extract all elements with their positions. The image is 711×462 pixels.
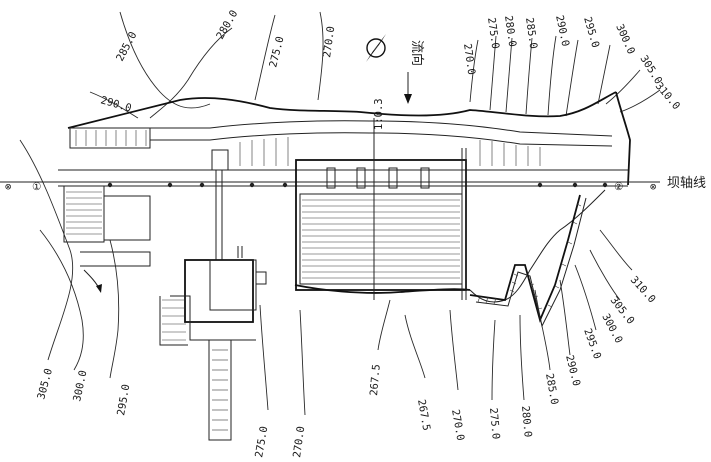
- axis-marker-right: ②: [614, 181, 624, 193]
- contour-label: 300.0: [71, 369, 89, 402]
- north-arrow-icon: [366, 34, 386, 62]
- contour-label: 290.0: [553, 14, 571, 47]
- contour-label: 300.0: [613, 22, 637, 56]
- contour-label: 285.0: [543, 372, 560, 405]
- axis-marker-right-outer: ⊗: [650, 181, 656, 193]
- contour-label: 280.0: [502, 15, 518, 48]
- contour-label: 285.0: [114, 30, 139, 64]
- dam-axis: [0, 169, 660, 188]
- contour-label: 267.5: [415, 398, 432, 431]
- contour-labels-bottom: 305.0 300.0 295.0 275.0 270.0 267.5 267.…: [35, 274, 658, 459]
- axis-label: 坝轴线: [667, 176, 706, 191]
- upstream-structure: [69, 120, 613, 166]
- left-abutment: [63, 149, 267, 441]
- contour-label: 275.0: [485, 17, 501, 50]
- contour-label: 275.0: [487, 407, 502, 440]
- right-abutment: [469, 194, 587, 328]
- contour-label: 270.0: [321, 25, 337, 58]
- contour-label: 280.0: [214, 8, 240, 41]
- contour-label: 290.0: [563, 354, 582, 388]
- contour-label: 280.0: [519, 405, 534, 438]
- contour-label: 270.0: [291, 425, 307, 458]
- contour-label: 267.5: [368, 364, 383, 397]
- contour-label: 295.0: [115, 383, 132, 416]
- contour-label: 290.0: [99, 94, 133, 114]
- contour-label: 270.0: [461, 43, 477, 76]
- axis-marker-left-outer: ⊗: [5, 181, 11, 193]
- contour-lines: [19, 11, 661, 416]
- contour-label: 285.0: [523, 17, 539, 50]
- axis-marker-left: ①: [32, 181, 42, 193]
- excavation-outline: [67, 91, 631, 303]
- contour-label: 275.0: [267, 35, 286, 69]
- flow-label: 流向: [409, 40, 425, 66]
- contour-label: 270.0: [449, 408, 466, 441]
- river-arrow-icon: [83, 269, 102, 293]
- spillway-body: [295, 118, 467, 300]
- contour-label: 310.0: [628, 274, 658, 306]
- contour-label: 310.0: [653, 80, 683, 112]
- contour-label: 295.0: [581, 16, 601, 50]
- flow-arrow-icon: [404, 72, 412, 104]
- contour-label: 305.0: [35, 367, 55, 401]
- slope-label: 1:0.3: [373, 98, 385, 130]
- contour-label: 275.0: [253, 425, 270, 458]
- contour-label: 295.0: [581, 327, 603, 361]
